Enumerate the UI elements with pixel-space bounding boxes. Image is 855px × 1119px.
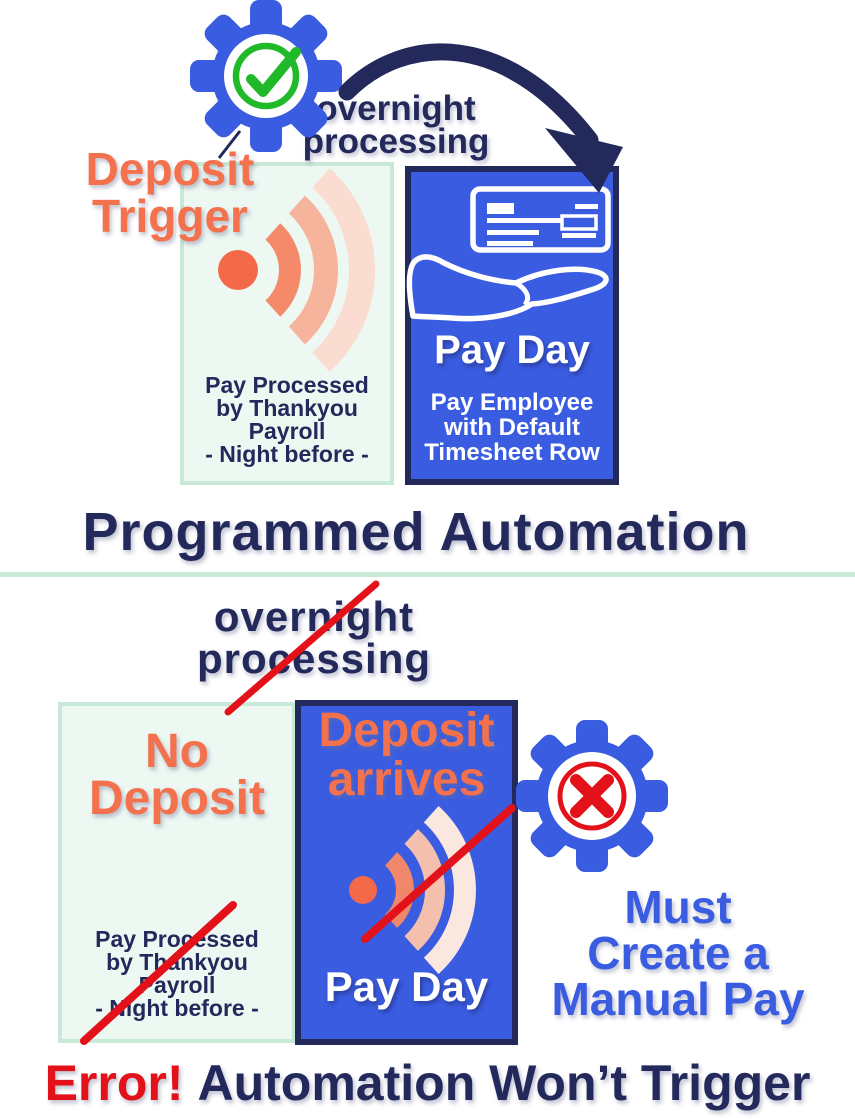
manual-pay-label: Must Create a Manual Pay — [551, 881, 805, 1025]
error-heading-error-word: Error! — [44, 1055, 184, 1111]
pay-day-title: Pay Day — [434, 328, 590, 372]
deposit-signal-icon-bottom — [349, 806, 476, 974]
hand-icon — [406, 254, 609, 322]
trigger-box-caption: Pay Processed by Thankyou Payroll - Nigh… — [205, 372, 369, 467]
error-heading: Error!Automation Won’t Trigger — [0, 1056, 855, 1110]
check-mark — [246, 47, 301, 97]
programmed-automation-heading: Programmed Automation — [82, 502, 750, 562]
cheque-icon — [470, 186, 611, 253]
deposit-signal-icon — [218, 168, 375, 372]
section-divider — [0, 572, 855, 577]
cheque-in-hand-icon — [406, 186, 611, 322]
pay-day-footer: Pay Day — [324, 963, 489, 1010]
x-mark — [570, 774, 614, 818]
deposit-trigger-label: Deposit Trigger — [85, 143, 255, 242]
gear-check-icon — [190, 0, 342, 152]
overnight-processing-label-bottom: overnight processing — [196, 593, 432, 682]
no-deposit-caption: Pay Processed by Thankyou Payroll - Nigh… — [95, 926, 259, 1021]
no-deposit-title: No Deposit — [88, 725, 265, 825]
error-heading-rest: Automation Won’t Trigger — [197, 1055, 811, 1111]
deposit-arrives-title: Deposit arrives — [318, 704, 495, 806]
gear-x-icon — [516, 720, 668, 872]
pay-day-caption: Pay Employee with Default Timesheet Row — [424, 389, 600, 466]
